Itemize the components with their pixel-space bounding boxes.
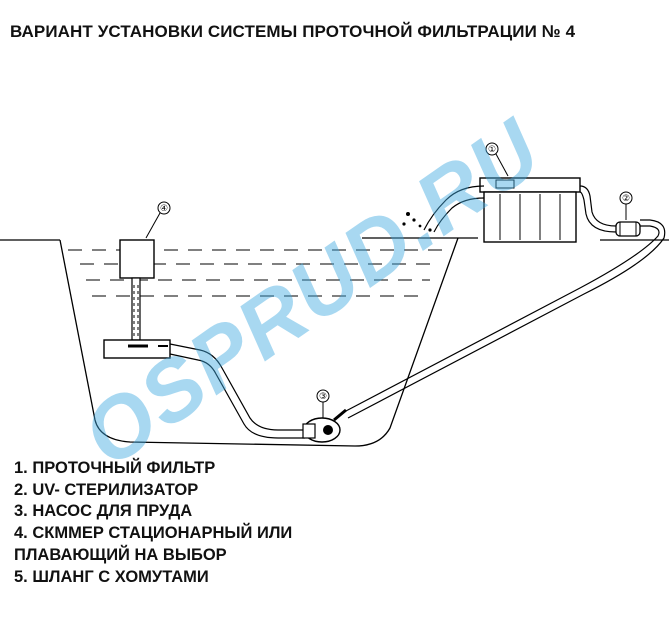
skimmer <box>103 239 171 359</box>
uv-sterilizer <box>615 221 641 237</box>
legend-item-uv: 2. UV- СТЕРИЛИЗАТОР <box>14 480 199 499</box>
flow-filter <box>479 177 581 243</box>
pond-basin <box>59 237 459 447</box>
legend-item-skimmer: 4. СКММЕР СТАЦИОНАРНЫЙ ИЛИ <box>14 524 293 543</box>
legend: 1. ПРОТОЧНЫЙ ФИЛЬТР 2. UV- СТЕРИЛИЗАТОР … <box>14 458 292 588</box>
callout-4: ④ <box>145 201 171 239</box>
hose-pump-to-uv <box>343 225 660 413</box>
callout-2: ② <box>619 191 633 220</box>
water-splash <box>402 212 432 232</box>
ground-line <box>0 237 669 241</box>
callout-1: ① <box>485 142 509 177</box>
callout-3: ③ <box>316 389 330 418</box>
hose-uv-to-filter <box>579 185 617 227</box>
pond-pump <box>302 408 347 443</box>
hose-skimmer-to-pump <box>169 343 305 431</box>
svg-text:④: ④ <box>160 204 168 214</box>
legend-item-hose: 5. ШЛАНГ С ХОМУТАМИ <box>14 567 209 586</box>
filter-outlet-pipe <box>423 185 485 231</box>
svg-text:③: ③ <box>319 392 327 402</box>
svg-text:①: ① <box>488 145 496 155</box>
legend-item-pump: 3. НАСОС ДЛЯ ПРУДА <box>14 502 193 521</box>
diagram-title: ВАРИАНТ УСТАНОВКИ СИСТЕМЫ ПРОТОЧНОЙ ФИЛЬ… <box>10 22 576 41</box>
legend-item-skimmer-cont: ПЛАВАЮЩИЙ НА ВЫБОР <box>14 545 227 564</box>
legend-item-filter: 1. ПРОТОЧНЫЙ ФИЛЬТР <box>14 459 216 477</box>
svg-text:②: ② <box>622 194 630 204</box>
